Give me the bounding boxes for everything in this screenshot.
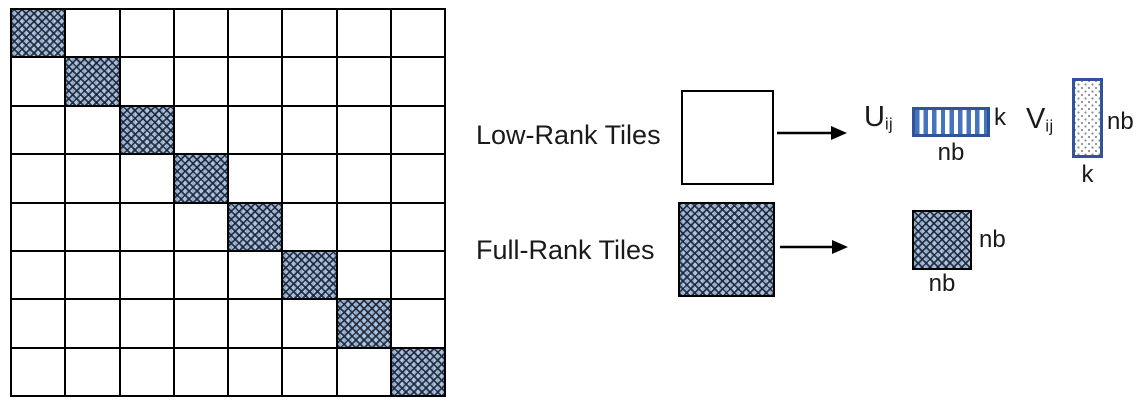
matrix-tile-low-rank xyxy=(228,250,283,300)
matrix-tile-low-rank xyxy=(228,347,283,396)
matrix-tile-full-rank xyxy=(173,154,228,203)
u-rank-dimension-label: k xyxy=(994,104,1006,131)
matrix-tile-full-rank xyxy=(11,9,66,58)
full-rank-width-dimension-label: nb xyxy=(928,270,956,297)
tile-matrix xyxy=(10,8,446,397)
v-symbol-text: V xyxy=(1026,103,1046,135)
matrix-tile-low-rank xyxy=(173,250,228,300)
matrix-tile-low-rank xyxy=(65,250,120,300)
matrix-tile-low-rank xyxy=(173,347,228,396)
matrix-tile-low-rank xyxy=(173,57,228,106)
matrix-tile-full-rank xyxy=(228,202,283,251)
matrix-tile-full-rank xyxy=(282,250,337,300)
matrix-tile-low-rank xyxy=(65,9,120,58)
matrix-tile-low-rank xyxy=(336,347,391,396)
matrix-tile-low-rank xyxy=(11,250,66,300)
matrix-tile-low-rank xyxy=(336,57,391,106)
matrix-tile-low-rank xyxy=(390,105,445,155)
matrix-tile-low-rank xyxy=(119,9,174,58)
matrix-tile-low-rank xyxy=(390,9,445,58)
matrix-tile-low-rank xyxy=(390,299,445,348)
full-rank-tile-sample xyxy=(678,202,775,297)
matrix-tile-low-rank xyxy=(336,202,391,251)
full-rank-dense-tile xyxy=(912,210,972,270)
matrix-tile-low-rank xyxy=(390,57,445,106)
v-width-dimension-label: k xyxy=(1081,161,1094,188)
matrix-tile-low-rank xyxy=(119,154,174,203)
matrix-tile-low-rank xyxy=(65,347,120,396)
matrix-tile-low-rank xyxy=(11,105,66,155)
matrix-tile-low-rank xyxy=(11,154,66,203)
matrix-tile-low-rank xyxy=(228,57,283,106)
u-factor-symbol: Uij xyxy=(864,100,893,142)
matrix-tile-full-rank xyxy=(119,105,174,155)
matrix-tile-low-rank xyxy=(11,202,66,251)
arrow-right-icon xyxy=(777,126,847,140)
u-width-dimension-label: nb xyxy=(937,139,965,166)
full-rank-row-label: Full-Rank Tiles xyxy=(476,235,655,265)
v-height-dimension-label: nb xyxy=(1107,108,1134,135)
matrix-tile-low-rank xyxy=(282,299,337,348)
matrix-tile-low-rank xyxy=(65,299,120,348)
matrix-tile-low-rank xyxy=(65,202,120,251)
matrix-tile-low-rank xyxy=(282,347,337,396)
matrix-tile-low-rank xyxy=(282,154,337,203)
low-rank-tile-sample xyxy=(681,90,774,185)
low-rank-row-label: Low-Rank Tiles xyxy=(476,120,661,150)
matrix-tile-low-rank xyxy=(390,202,445,251)
matrix-tile-low-rank xyxy=(282,57,337,106)
matrix-tile-full-rank xyxy=(336,299,391,348)
u-factor-tile xyxy=(912,107,990,137)
matrix-tile-low-rank xyxy=(336,154,391,203)
matrix-tile-low-rank xyxy=(336,9,391,58)
matrix-tile-low-rank xyxy=(119,202,174,251)
matrix-tile-low-rank xyxy=(119,299,174,348)
matrix-tile-low-rank xyxy=(282,202,337,251)
matrix-tile-low-rank xyxy=(228,154,283,203)
matrix-tile-low-rank xyxy=(65,154,120,203)
matrix-tile-low-rank xyxy=(390,154,445,203)
matrix-tile-low-rank xyxy=(336,105,391,155)
matrix-tile-low-rank xyxy=(228,9,283,58)
matrix-tile-low-rank xyxy=(11,299,66,348)
matrix-tile-low-rank xyxy=(228,105,283,155)
matrix-tile-low-rank xyxy=(173,105,228,155)
matrix-tile-low-rank xyxy=(11,347,66,396)
matrix-tile-full-rank xyxy=(65,57,120,106)
matrix-tile-low-rank xyxy=(228,299,283,348)
matrix-tile-full-rank xyxy=(390,347,445,396)
matrix-tile-low-rank xyxy=(11,57,66,106)
matrix-tile-low-rank xyxy=(336,250,391,300)
matrix-tile-low-rank xyxy=(173,299,228,348)
matrix-tile-low-rank xyxy=(65,105,120,155)
v-symbol-subscript: ij xyxy=(1045,117,1054,136)
v-factor-tile xyxy=(1072,78,1103,158)
matrix-tile-low-rank xyxy=(173,202,228,251)
matrix-tile-low-rank xyxy=(119,347,174,396)
u-symbol-subscript: ij xyxy=(884,115,894,134)
matrix-tile-low-rank xyxy=(119,250,174,300)
v-factor-symbol: Vij xyxy=(1026,102,1054,144)
u-symbol-text: U xyxy=(864,101,885,133)
matrix-tile-low-rank xyxy=(282,105,337,155)
matrix-tile-low-rank xyxy=(282,9,337,58)
matrix-tile-low-rank xyxy=(119,57,174,106)
full-rank-height-dimension-label: nb xyxy=(979,226,1006,253)
arrow-right-icon xyxy=(780,240,848,254)
matrix-tile-low-rank xyxy=(173,9,228,58)
matrix-tile-low-rank xyxy=(390,250,445,300)
